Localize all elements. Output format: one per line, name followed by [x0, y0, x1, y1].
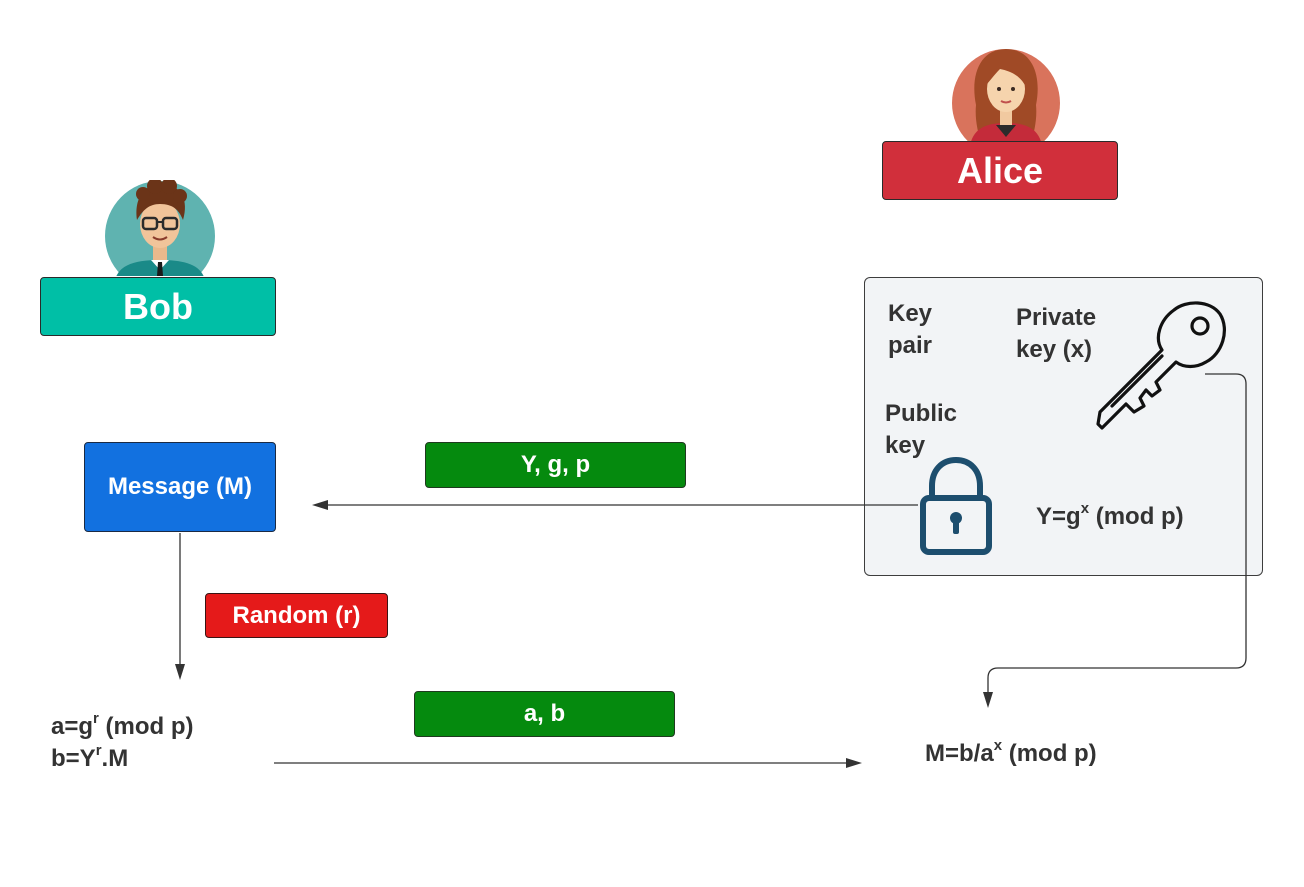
formula-a-mod: (mod p) [98, 713, 194, 740]
ciphertext-to-decryption-arrowhead [846, 758, 862, 768]
formula-a-exponent: r [93, 710, 99, 727]
key-pair-title-line2: pair [888, 332, 933, 359]
public-key-label-line1: Public [885, 400, 958, 427]
private-key-label: Private key (x) [1016, 302, 1096, 366]
key-icon [1090, 298, 1230, 433]
formula-a: a=gr (mod p) [51, 711, 194, 743]
key-pair-panel [864, 277, 1263, 576]
public-params-label: Y, g, p [520, 451, 591, 478]
bob-name-box: Bob [40, 277, 276, 336]
formula-b: b=Yr.M [51, 743, 194, 775]
formula-a-base: a=g [51, 713, 94, 740]
ciphertext-label: a, b [523, 700, 566, 727]
alice-name: Alice [956, 149, 1044, 191]
private-key-label-line1: Private [1016, 304, 1097, 331]
encryption-formulas: a=gr (mod p) b=Yr.M [51, 711, 194, 775]
public-key-formula-exponent: x [1080, 500, 1090, 517]
public-key-label: Public key [885, 398, 957, 462]
private-key-label-line2: key (x) [1016, 336, 1093, 363]
public-key-formula-mod: (mod p) [1089, 503, 1184, 530]
alice-avatar-icon [950, 45, 1062, 157]
private-key-to-decryption-arrow [987, 373, 1247, 694]
bob-avatar-icon [103, 180, 217, 278]
public-params-pill: Y, g, p [425, 442, 686, 488]
padlock-icon [918, 456, 994, 556]
decryption-formula-mod: (mod p) [1002, 740, 1097, 767]
public-key-formula: Y=gx (mod p) [1036, 501, 1184, 533]
private-key-to-decryption-arrowhead [983, 692, 993, 708]
key-pair-title: Key pair [888, 298, 932, 362]
decryption-formula-base: M=b/a [925, 740, 994, 767]
alice-name-box: Alice [882, 141, 1118, 200]
ciphertext-pill: a, b [414, 691, 675, 737]
decryption-formula: M=b/ax (mod p) [925, 738, 1097, 770]
message-box: Message (M) [84, 442, 276, 532]
public-key-formula-base: Y=g [1036, 503, 1081, 530]
bob-name: Bob [123, 285, 193, 327]
public-key-label-line2: key [885, 432, 926, 459]
random-label: Random (r) [232, 601, 361, 629]
message-label: Message (M) [107, 473, 253, 500]
formula-b-rest: .M [101, 745, 129, 772]
formula-b-exponent: r [95, 742, 102, 759]
formula-b-base: b=Y [51, 745, 96, 772]
message-to-formulas-arrowhead [175, 664, 185, 680]
key-pair-title-line1: Key [888, 300, 933, 327]
public-key-to-message-arrowhead [312, 500, 328, 510]
decryption-formula-exponent: x [993, 737, 1003, 754]
random-label-box: Random (r) [205, 593, 388, 638]
